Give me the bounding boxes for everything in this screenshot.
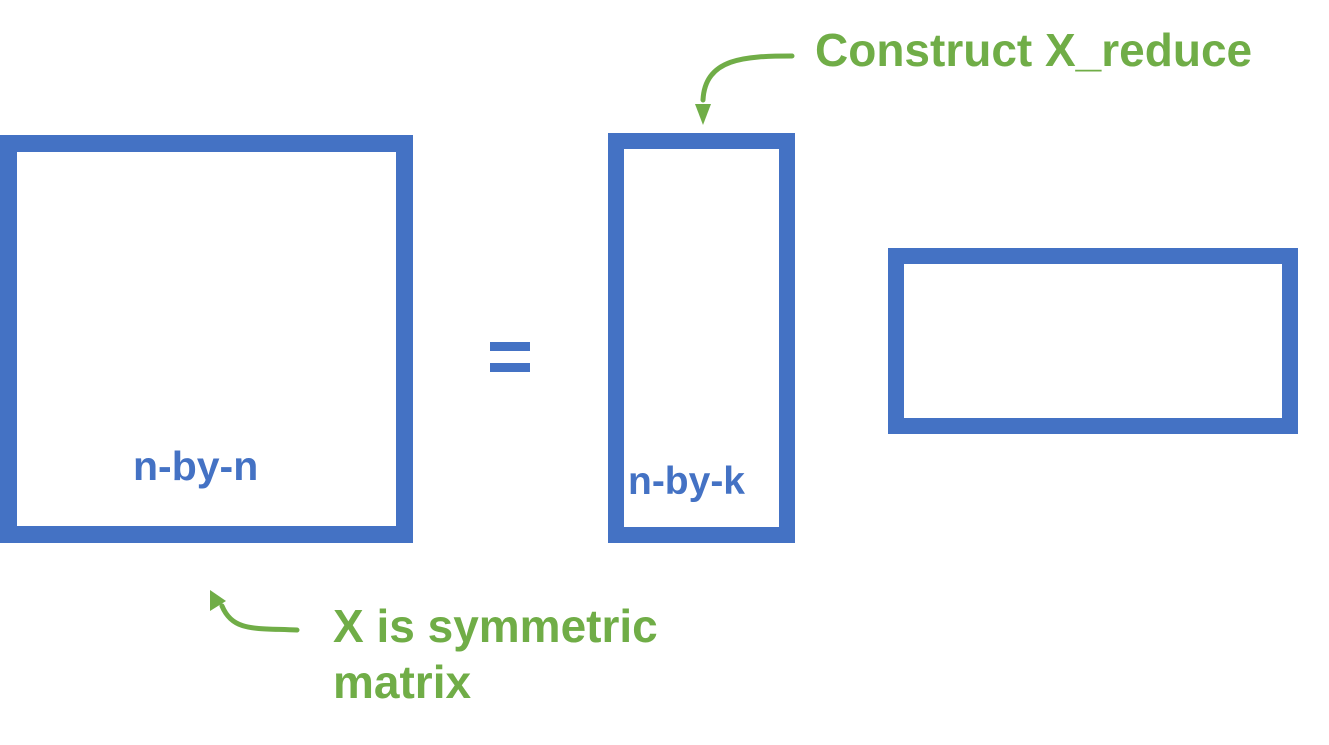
matrix-x-box xyxy=(0,135,413,543)
matrix-x-dims-label: n-by-n xyxy=(133,443,259,489)
symmetric-annotation-line2: matrix xyxy=(333,656,472,708)
matrix-left-factor-dims-label: n-by-k xyxy=(628,460,745,503)
symmetric-arrow-icon xyxy=(210,590,300,633)
symmetric-annotation-line1: X is symmetric xyxy=(333,600,658,652)
equals-bar-top xyxy=(490,342,530,351)
construct-annotation: Construct X_reduce xyxy=(815,24,1253,76)
matrix-left-factor-box xyxy=(608,133,795,543)
construct-arrow-icon xyxy=(695,53,795,125)
equals-bar-bottom xyxy=(490,363,530,372)
matrix-right-factor-box xyxy=(888,248,1298,434)
symmetric-annotation: X is symmetric matrix xyxy=(333,598,753,710)
